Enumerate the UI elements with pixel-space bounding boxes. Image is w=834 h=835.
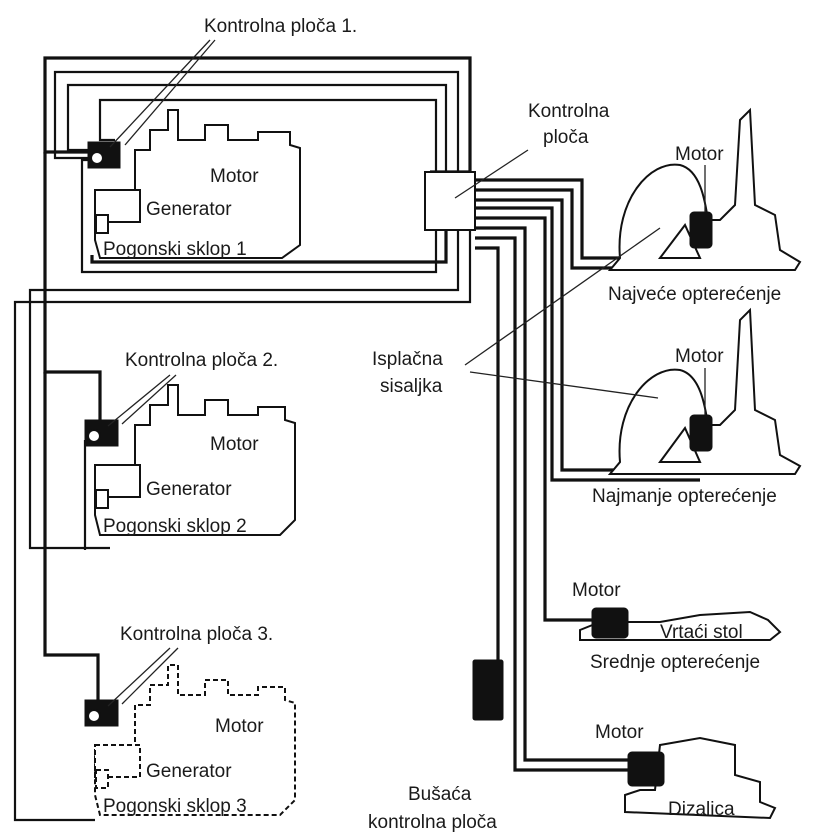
unit3-gen-detail <box>95 769 109 789</box>
unit3-label: Pogonski sklop 3 <box>103 796 247 817</box>
rotary-table-body <box>579 610 782 641</box>
cp1-leader-a <box>109 39 211 148</box>
hoist-label: Dizalica <box>668 799 735 820</box>
wire-hoist-a <box>475 226 630 762</box>
wire-top-3 <box>66 83 448 175</box>
wire-top-4 <box>98 98 438 175</box>
power-unit-2: Kontrolna ploča 2. Motor Generator Pogon… <box>84 350 296 537</box>
unit1-body <box>94 109 301 259</box>
pump2-body <box>607 307 802 475</box>
rotary-table: Motor Vrtaći stol Srednje opterećenje <box>572 580 782 673</box>
unit1-label: Pogonski sklop 1 <box>103 239 247 260</box>
unit3-generator-label: Generator <box>146 761 232 782</box>
pump1-motor-label: Motor <box>675 144 724 165</box>
main-cp-leader <box>454 149 529 199</box>
unit2-body <box>94 384 296 536</box>
wire-pump2-b <box>475 206 700 482</box>
pump1-motor <box>689 211 713 249</box>
wire-left-a <box>28 225 460 550</box>
cp2-label: Kontrolna ploča 2. <box>125 350 278 371</box>
unit2-gear-icon <box>87 429 101 443</box>
cp2-leader-a <box>107 374 171 427</box>
cp1-leader-b <box>124 39 216 146</box>
wire-cp2 <box>43 152 102 430</box>
medium-load-label: Srednje opterećenje <box>590 652 760 673</box>
main-control-panel <box>424 171 476 231</box>
unit3-gear-icon <box>87 709 101 723</box>
hoist-motor-label: Motor <box>595 722 644 743</box>
unit3-motor-label: Motor <box>215 716 264 737</box>
main-cp-label-line1: Kontrolna <box>528 101 610 122</box>
pump-label-line2: sisaljka <box>380 376 443 397</box>
wire-left-b <box>13 225 472 822</box>
pump-leader-1 <box>464 227 661 366</box>
unit1-gear-icon <box>90 151 104 165</box>
power-unit-1: Kontrolna ploča 1. Motor Generator Pogon… <box>87 16 357 260</box>
wire-unit1-loop <box>80 158 438 274</box>
wire-unit1-bottom <box>90 225 448 264</box>
hoist-motor <box>627 751 665 787</box>
driller-control-panel: Bušaća kontrolna ploča <box>368 659 504 833</box>
drill-cp-box <box>472 659 504 721</box>
unit1-generator-label: Generator <box>146 199 232 220</box>
unit1-motor-label: Motor <box>210 166 259 187</box>
unit2-label: Pogonski sklop 2 <box>103 516 247 537</box>
wire-hoist-b <box>475 236 630 772</box>
cp1-label: Kontrolna ploča 1. <box>204 16 357 37</box>
unit2-generator-label: Generator <box>146 479 232 500</box>
unit2-motor-label: Motor <box>210 434 259 455</box>
pump2-motor <box>689 414 713 452</box>
unit2-gen-detail <box>95 489 109 509</box>
wire-cp3 <box>43 372 100 705</box>
power-unit-3: Kontrolna ploča 3. Motor Generator Pogon… <box>84 624 296 817</box>
wire-table <box>475 216 595 622</box>
drill-cp-label-line1: Bušaća <box>408 784 472 805</box>
wire-drill-cp <box>475 246 500 662</box>
min-load-label: Najmanje opterećenje <box>592 486 777 507</box>
main-cp-label-line2: ploča <box>543 127 589 148</box>
hoist: Motor Dizalica <box>595 722 777 820</box>
cp3-label: Kontrolna ploča 3. <box>120 624 273 645</box>
mud-pump-min: Motor Najmanje opterećenje <box>592 307 802 507</box>
unit3-body <box>94 664 296 816</box>
pump-leader-2 <box>469 371 659 399</box>
pump2-motor-label: Motor <box>675 346 724 367</box>
drill-cp-label-line2: kontrolna ploča <box>368 812 497 833</box>
cp3-leader-b <box>121 647 179 705</box>
max-load-label: Najveće opterećenje <box>608 284 781 305</box>
rotary-table-motor-label: Motor <box>572 580 621 601</box>
rotary-table-label: Vrtaći stol <box>660 622 743 643</box>
wire-top-2 <box>53 70 460 175</box>
cp2-leader-b <box>121 374 177 425</box>
unit1-gen-detail <box>95 214 109 234</box>
mud-pump-max: Motor Najveće opterećenje <box>607 107 802 305</box>
cp3-leader-a <box>107 647 171 707</box>
rotary-table-motor <box>591 607 629 639</box>
pump-label-line1: Isplačna <box>372 349 443 370</box>
